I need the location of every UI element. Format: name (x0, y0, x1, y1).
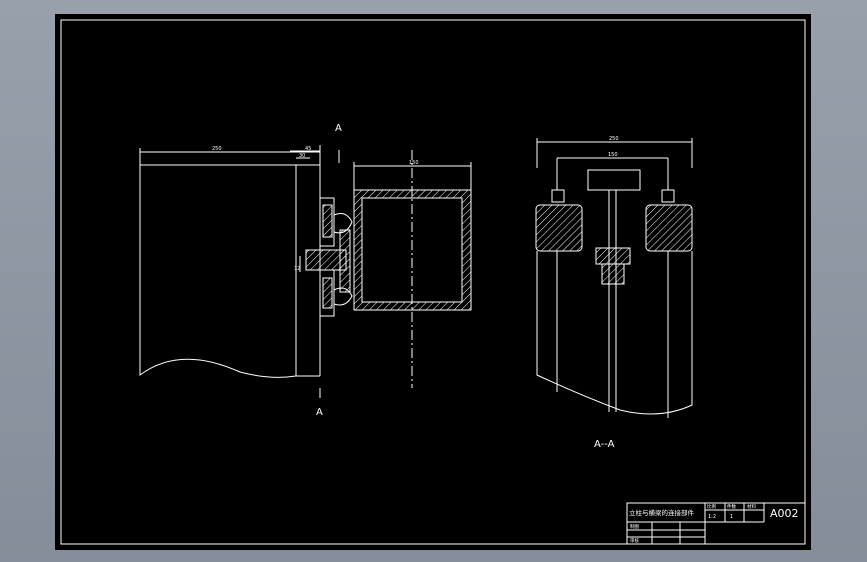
left-stem-cap (551, 189, 565, 203)
lower-roller (322, 277, 333, 309)
web-plate (339, 229, 351, 293)
designer-label: 制图 (630, 523, 639, 530)
section-title: A--A (594, 439, 615, 450)
left-roller (535, 204, 583, 252)
section-bolt-head (595, 247, 631, 265)
front-view: 250 45 30 A A 12 150 (139, 123, 472, 418)
column-outline (139, 165, 297, 378)
dim-text-12: 12 (294, 266, 300, 272)
top-block (587, 169, 641, 191)
dim-text-150-section: 150 (608, 152, 618, 158)
section-view: 250 150 A--A (535, 136, 693, 450)
drawing-sheet (55, 14, 811, 550)
section-mark-top: A (335, 123, 342, 134)
reviewer-label: 审核 (630, 537, 639, 544)
section-mark-bottom: A (316, 407, 323, 418)
right-stem-cap (661, 189, 675, 203)
drawing-number: A002 (770, 507, 799, 520)
title-block: 立柱与横梁的连接部件 比例 1:2 件数 1 材料 A002 制图 审核 (626, 502, 806, 545)
material-label: 材料 (747, 503, 756, 510)
qty-value: 1 (730, 514, 733, 520)
dim-text-250-section: 250 (609, 136, 619, 142)
dim-text-150: 150 (409, 160, 419, 166)
part-name: 立柱与横梁的连接部件 (629, 508, 695, 517)
section-column-outline (536, 251, 693, 415)
title-block-frame (626, 502, 806, 545)
dim-text-250: 250 (212, 146, 222, 152)
beam-tube (353, 189, 472, 311)
drawing-frame (60, 19, 806, 545)
scale-value: 1:2 (708, 514, 716, 520)
scale-label: 比例 (707, 503, 716, 510)
dim-text-45: 45 (305, 146, 311, 152)
upper-roller (322, 204, 333, 238)
section-bolt-body (601, 263, 625, 285)
upper-clamp (333, 213, 353, 234)
right-roller (645, 204, 693, 252)
qty-label: 件数 (727, 503, 736, 510)
dim-text-30: 30 (299, 153, 305, 159)
